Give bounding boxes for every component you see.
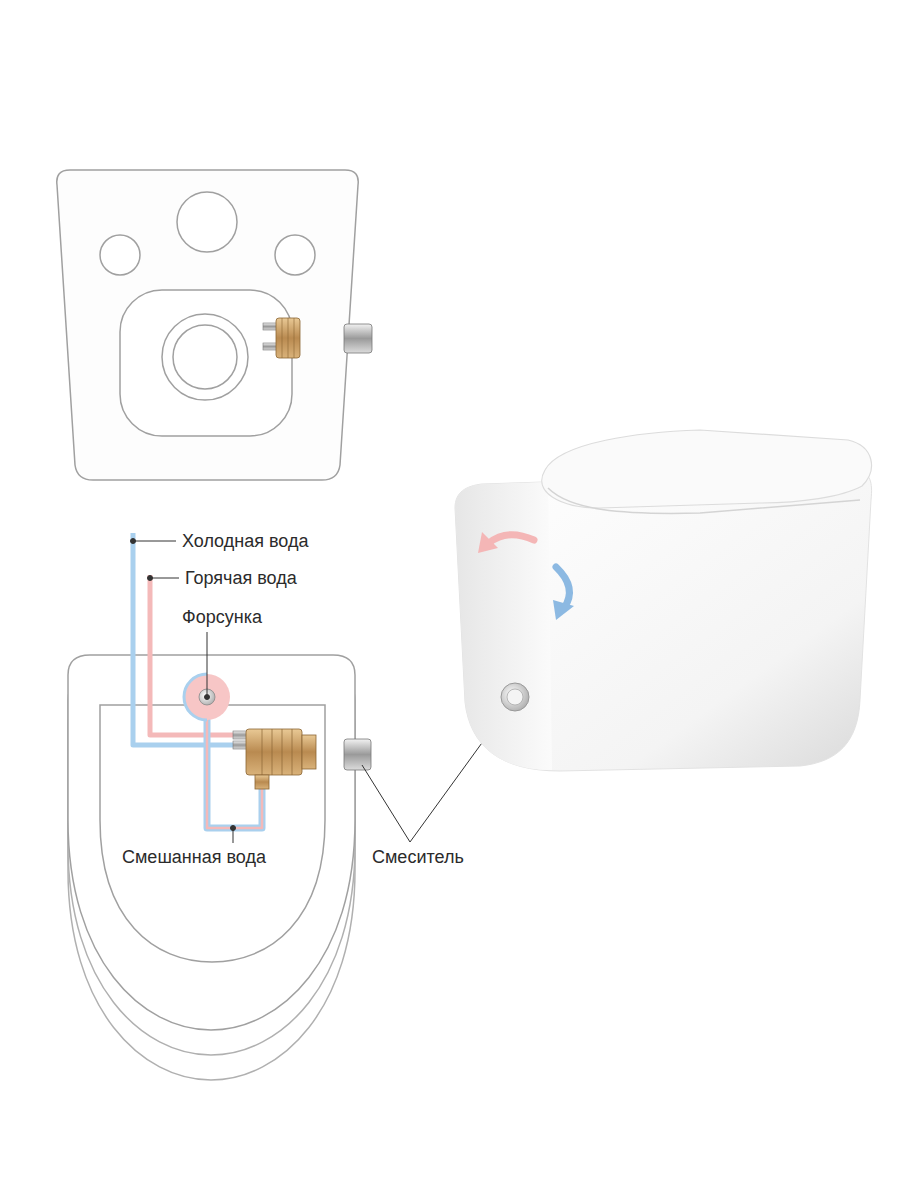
callout-label: Горячая вода: [183, 567, 299, 589]
leader-lines: [131, 539, 509, 844]
callout-label: Холодная вода: [180, 530, 310, 552]
section-view: [68, 655, 355, 1080]
toilet-photo: [455, 430, 872, 771]
callout-label: Смеситель: [370, 846, 466, 868]
top-view: [57, 170, 372, 480]
callout-label: Форсунка: [180, 606, 264, 628]
mixer-fitting: [233, 729, 371, 789]
callout-label: Смешанная вода: [120, 846, 268, 868]
